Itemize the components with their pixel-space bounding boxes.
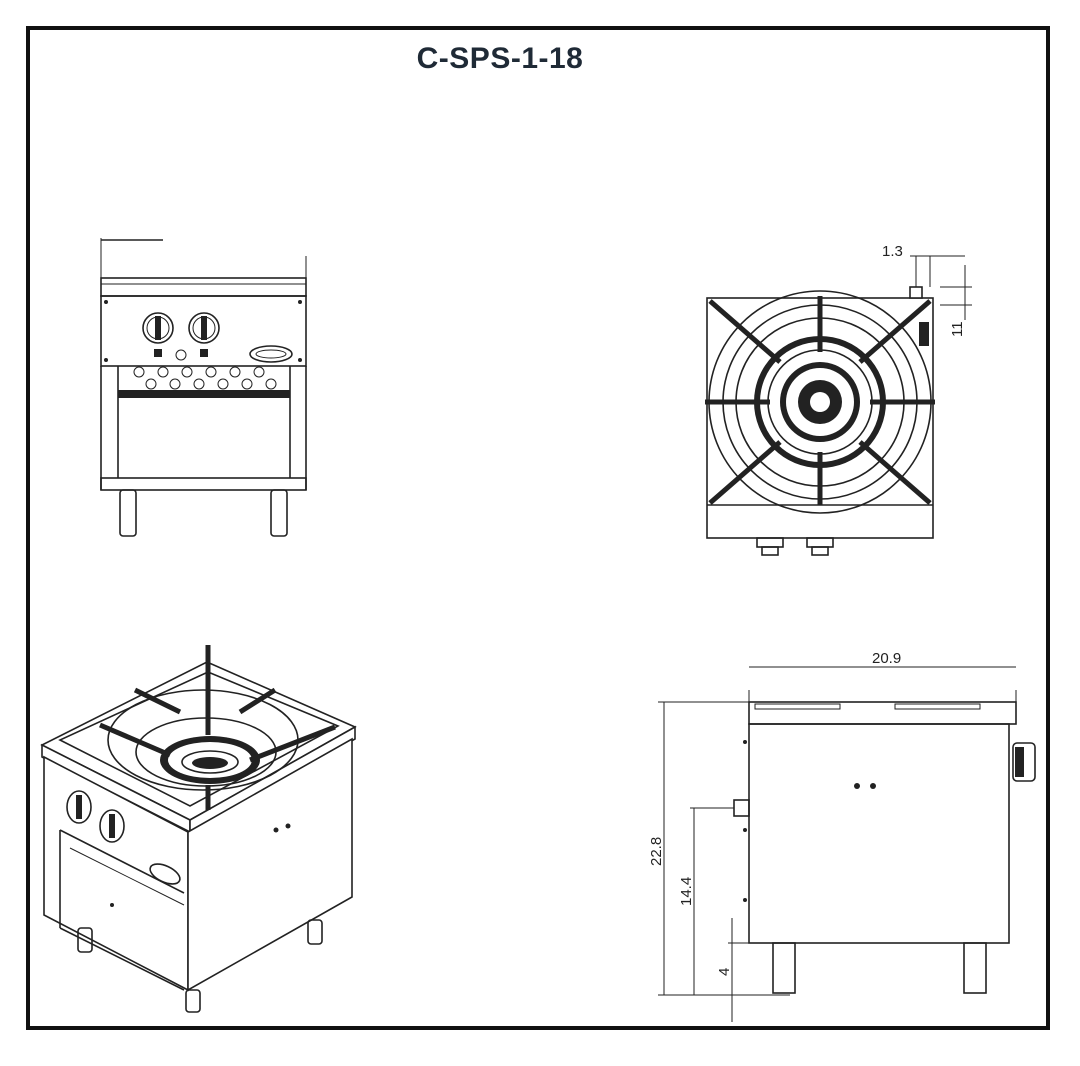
side-view: 20.9 22.8 14.4 4	[648, 650, 1036, 1022]
dim-11: 11	[949, 321, 966, 337]
front-view	[100, 238, 307, 537]
leg	[119, 489, 137, 537]
control-knob-icon	[66, 790, 92, 824]
dim-1-3: 1.3	[882, 243, 903, 260]
logo-badge-icon	[149, 863, 181, 885]
top-view: 1.3 11	[705, 243, 972, 556]
dim-width: 20.9	[872, 650, 901, 667]
burner-port-row	[133, 366, 277, 390]
grate	[705, 296, 935, 505]
page-title: C-SPS-1-18	[416, 42, 584, 75]
control-knob-icon	[99, 809, 125, 843]
dim-gas-inlet: 14.4	[678, 877, 695, 906]
control-knob-icon	[188, 312, 220, 344]
isometric-view	[40, 645, 357, 1013]
dim-height: 22.8	[648, 837, 665, 866]
grate	[99, 645, 336, 810]
drawing-frame	[26, 26, 1050, 1030]
dim-leg: 4	[716, 968, 733, 976]
control-knob-icon	[142, 312, 174, 344]
logo-badge-icon	[249, 345, 293, 363]
leg	[270, 489, 288, 537]
